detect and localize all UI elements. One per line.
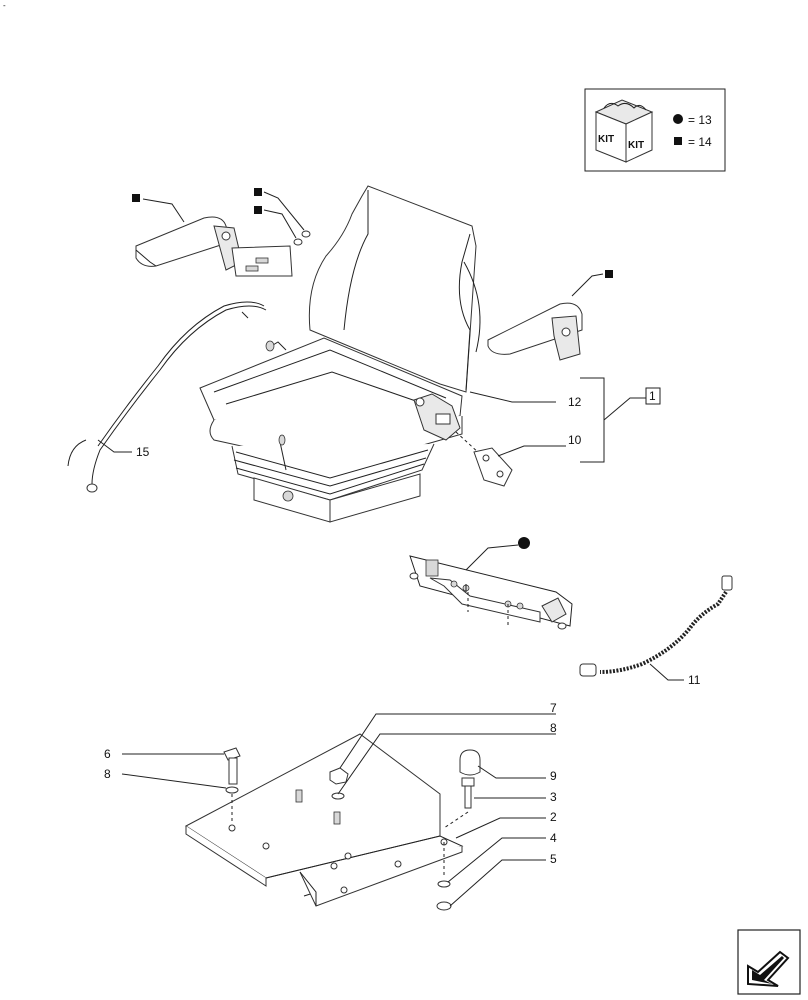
corner-mark: - <box>3 1 6 10</box>
callout-3: 3 <box>550 790 557 804</box>
kit-legend: KIT KIT = 13 = 14 <box>584 88 726 172</box>
circle-marker-icon <box>673 114 683 124</box>
pin-and-washer <box>254 188 311 246</box>
next-page-button[interactable] <box>737 929 801 995</box>
callout-2: 2 <box>550 810 557 824</box>
callout-8-left: 8 <box>104 767 111 781</box>
seat-assembly <box>199 185 481 523</box>
square-marker-icon <box>674 137 682 145</box>
left-armrest <box>132 194 293 277</box>
callout-box-1 <box>645 387 661 405</box>
kit-box-icon: KIT KIT <box>594 99 654 163</box>
kit-label-right: KIT <box>628 140 644 151</box>
bolt-part-6 <box>223 747 241 822</box>
kit-label-left: KIT <box>598 134 614 145</box>
circle-marker-icon <box>518 537 530 549</box>
square-marker-icon <box>254 188 262 196</box>
square-marker-icon <box>254 206 262 214</box>
callout-11: 11 <box>688 673 701 687</box>
callout-5: 5 <box>550 852 557 866</box>
switch-bracket-kit <box>409 537 573 630</box>
callout-15: 15 <box>136 445 150 459</box>
callout-9: 9 <box>550 769 557 783</box>
arrow-next-page-icon <box>747 950 790 987</box>
washers-part-4-5 <box>436 842 452 911</box>
cap-part-9 <box>459 749 481 776</box>
callout-leaders <box>97 377 684 907</box>
coiled-cable-part-11 <box>579 575 733 677</box>
callout-6: 6 <box>104 747 111 761</box>
bracket-part-10 <box>455 431 513 487</box>
callout-7: 7 <box>550 701 557 715</box>
callout-8-right: 8 <box>550 721 557 735</box>
callout-12: 12 <box>568 395 582 409</box>
square-marker-icon <box>605 270 613 278</box>
legend-circle-text: = 13 <box>688 113 712 127</box>
square-marker-icon <box>132 194 140 202</box>
callout-1: 1 <box>649 389 656 403</box>
callout-10: 10 <box>568 433 582 447</box>
bolt-part-3 <box>443 777 475 829</box>
right-armrest <box>487 270 613 361</box>
legend-square-text: = 14 <box>688 135 712 149</box>
mounting-plate <box>185 733 464 907</box>
callout-4: 4 <box>550 831 557 845</box>
cable-part-15 <box>67 301 267 493</box>
